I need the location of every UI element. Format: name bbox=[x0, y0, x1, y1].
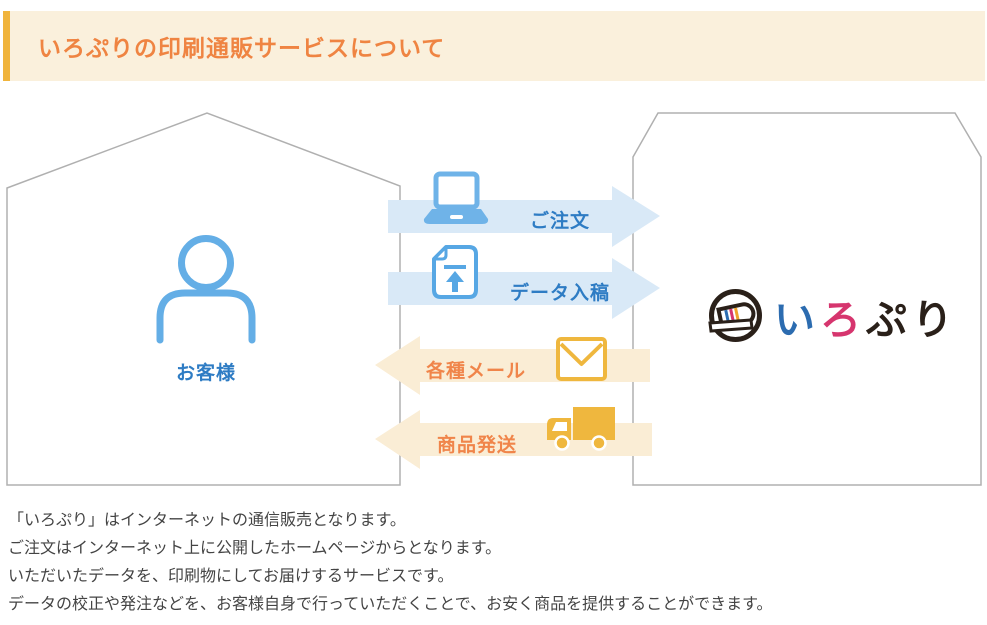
service-description: 「いろぷり」はインターネットの通信販売となります。 ご注文はインターネット上に公… bbox=[8, 507, 983, 619]
print-roll-logo-icon bbox=[708, 289, 762, 342]
order-arrow-label: ご注文 bbox=[529, 211, 590, 232]
logo-char-i: い bbox=[774, 295, 820, 344]
description-line: ご注文はインターネット上に公開したホームページからとなります。 bbox=[8, 540, 502, 557]
description-line: いただいたデータを、印刷物にしてお届けするサービスです。 bbox=[8, 568, 454, 585]
header-background bbox=[10, 11, 985, 81]
person-icon bbox=[156, 235, 256, 344]
description-line: データの校正や発注などを、お客様自身で行っていただくことで、お安く商品を提供する… bbox=[8, 596, 773, 613]
company-logo-text: い ろ ぷ り bbox=[774, 288, 953, 344]
laptop-icon bbox=[423, 171, 489, 224]
mail-arrow-label: 各種メール bbox=[425, 361, 526, 382]
section-header: いろぷりの印刷通販サービスについて bbox=[0, 11, 987, 81]
envelope-icon bbox=[556, 337, 607, 381]
company-building-shape bbox=[632, 112, 982, 486]
logo-char-ro: ろ bbox=[820, 295, 866, 344]
data-submit-arrow-label: データ入稿 bbox=[509, 283, 610, 304]
section-title: いろぷりの印刷通販サービスについて bbox=[38, 35, 446, 61]
description-line: 「いろぷり」はインターネットの通信販売となります。 bbox=[8, 512, 406, 529]
header-accent-bar bbox=[3, 11, 10, 81]
truck-icon bbox=[547, 407, 615, 451]
shipping-arrow-label: 商品発送 bbox=[436, 435, 517, 456]
logo-char-pu: ぷ bbox=[866, 295, 912, 344]
customer-label: お客様 bbox=[175, 363, 236, 384]
logo-char-ri: り bbox=[912, 295, 958, 344]
file-upload-icon bbox=[432, 245, 478, 299]
customer-house-shape bbox=[6, 112, 401, 486]
